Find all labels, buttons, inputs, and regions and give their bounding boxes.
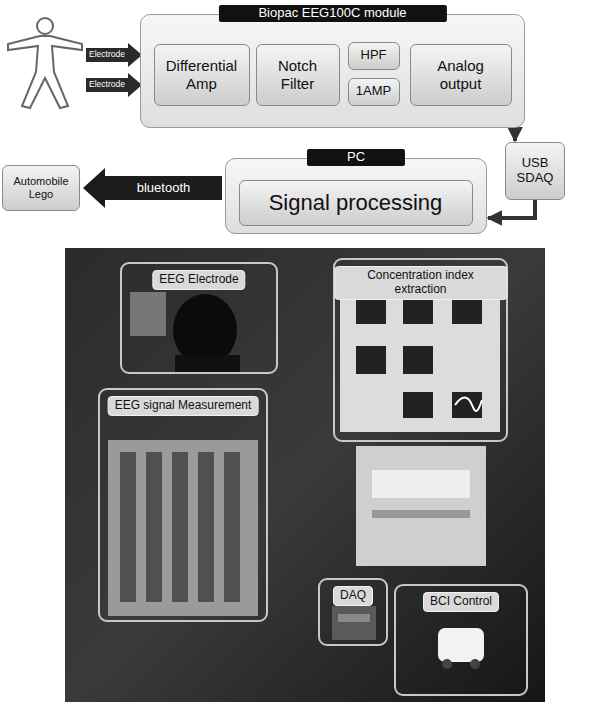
process-box: 1AMP — [348, 78, 400, 106]
group-title: PC — [307, 149, 405, 166]
photo-callout: BCI Control — [394, 584, 528, 696]
process-box: Differential Amp — [154, 44, 250, 106]
node-text: Differential Amp — [160, 57, 244, 92]
node-text: Automobile Lego — [8, 175, 74, 200]
electrode-arrow — [86, 73, 142, 97]
node-text: Analog output — [416, 57, 506, 92]
connector-arrow — [488, 200, 535, 218]
callout-title: DAQ — [333, 586, 373, 606]
node-text: Notch Filter — [262, 57, 334, 92]
human-figure — [8, 18, 82, 108]
electrode-arrow — [86, 43, 142, 67]
group-title: Biopac EEG100C module — [218, 5, 446, 22]
electrode-label: Electrode — [89, 80, 125, 89]
device-box: USB SDAQ — [505, 142, 565, 200]
photo-callout: Concentration index extraction — [333, 258, 508, 442]
process-box: Analog output — [410, 44, 512, 106]
photo-callout: EEG signal Measurement — [98, 388, 268, 622]
process-box: Signal processing — [239, 180, 473, 226]
photo-callout: DAQ — [318, 578, 388, 646]
pc-group: PCSignal processing — [225, 158, 487, 234]
node-text: HPF — [361, 48, 387, 63]
callout-title: Concentration index extraction — [334, 266, 507, 300]
node-text: USB SDAQ — [511, 156, 559, 186]
connector-arrow — [83, 168, 222, 208]
setup-photo — [65, 248, 545, 702]
module-group: Biopac EEG100C moduleDifferential AmpNot… — [140, 14, 525, 128]
connector-arrow — [513, 128, 517, 141]
callout-title: EEG signal Measurement — [108, 396, 259, 416]
process-box: Notch Filter — [256, 44, 340, 106]
callout-title: EEG Electrode — [152, 270, 245, 290]
node-text: 1AMP — [356, 84, 391, 99]
device-box: Automobile Lego — [2, 165, 80, 211]
photo-callout: EEG Electrode — [120, 262, 278, 374]
callout-title: BCI Control — [423, 592, 499, 612]
process-box: HPF — [348, 42, 400, 70]
node-text: Signal processing — [269, 190, 443, 215]
electrode-label: Electrode — [89, 50, 125, 59]
edge-label: bluetooth — [134, 180, 194, 196]
